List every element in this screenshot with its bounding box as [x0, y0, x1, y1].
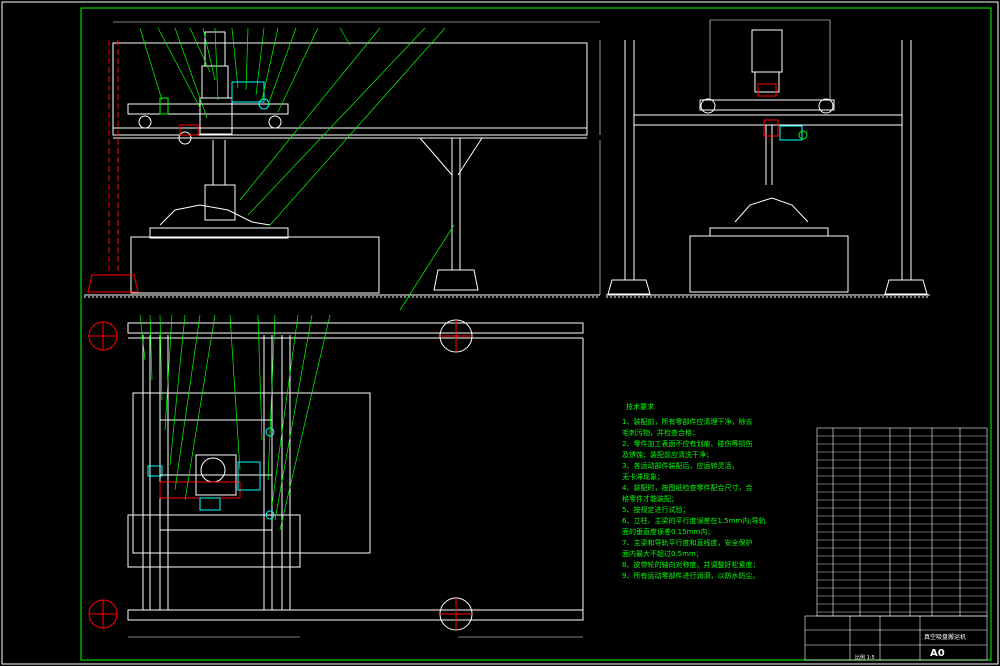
title-block-code: A0 — [930, 648, 945, 659]
technical-notes: 技术要求 1、装配前，所有零部件应清理干净，除去毛刺污物，并检查合格； 2、零件加… — [622, 402, 802, 582]
technical-note-line: 3、各运动部件装配后，应运转灵活， — [622, 462, 739, 470]
technical-note-line: 无卡滞现象； — [622, 473, 664, 481]
technical-note-line: 及锈蚀；装配前应清洗干净； — [622, 451, 713, 459]
side-view-accents — [757, 83, 808, 141]
technical-note-line: 面的垂直度误差0.15mm内； — [622, 528, 715, 536]
technical-note-line: 5、按规定进行试验； — [622, 506, 690, 514]
technical-note-line: 格零件才能装配； — [622, 495, 678, 503]
technical-note-line: 面内最大不超过0.5mm； — [622, 550, 703, 558]
side-view — [606, 19, 930, 298]
parts-list — [804, 427, 988, 661]
technical-note-line: 8、皮带轮的轴向对称度，并调整好松紧度； — [622, 561, 760, 569]
top-view — [127, 322, 584, 638]
technical-note-line: 7、主梁和导轨平行度和直线度，安全保护 — [622, 539, 753, 547]
technical-note-line: 4、装配时，按图纸检查零件配合尺寸，合 — [622, 484, 753, 492]
technical-notes-lines: 1、装配前，所有零部件应清理干净，除去毛刺污物，并检查合格； 2、零件加工表面不应… — [622, 417, 802, 582]
title-block-title: 真空吸盘搬运机 — [924, 634, 967, 641]
technical-notes-title: 技术要求 — [626, 403, 654, 411]
border-inner — [80, 7, 992, 661]
front-view — [84, 21, 601, 298]
technical-note-line: 毛刺污物，并检查合格； — [622, 429, 699, 437]
top-view-wheels — [88, 319, 473, 631]
top-view-accents — [147, 427, 275, 520]
technical-note-line: 6、立柱、主梁的平行度误差在1.5mm内;导轨 — [622, 517, 766, 525]
technical-note-line: 2、零件加工表面不应有划痕、碰伤等损伤 — [622, 440, 753, 448]
title-block-scale: 比例 1:5 — [855, 655, 875, 661]
front-view-leaders — [139, 27, 455, 311]
front-view-accents — [159, 81, 270, 136]
technical-note-line: 1、装配前，所有零部件应清理干净，除去 — [622, 418, 753, 426]
parts-list-rows — [817, 435, 987, 613]
top-view-leaders — [139, 314, 331, 531]
technical-note-line: 9、所有运动零部件进行润滑，以防水防尘。 — [622, 572, 760, 580]
